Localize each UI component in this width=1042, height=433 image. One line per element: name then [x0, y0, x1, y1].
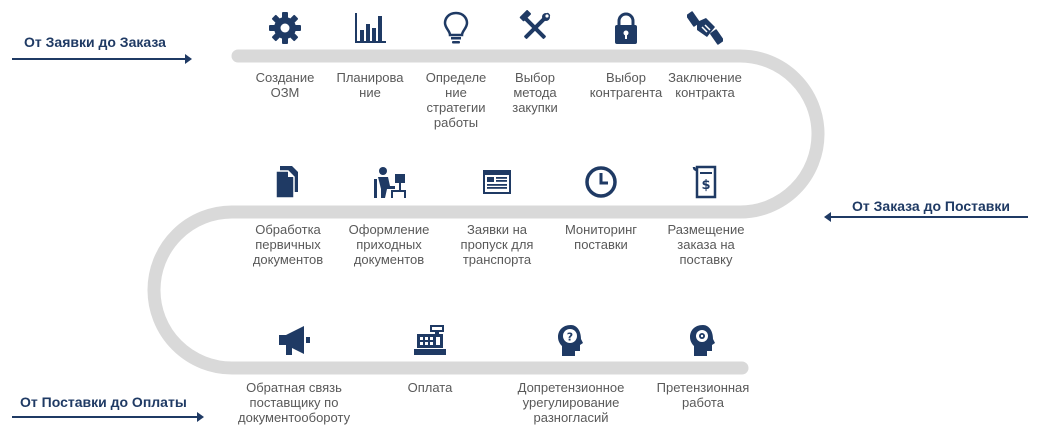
bar-chart-icon [352, 10, 388, 46]
stage-title-delivery-to-payment: От Поставки до Оплаты [20, 394, 187, 410]
step-planning: Планирова ние [315, 10, 425, 100]
step-counterparty: Выбор контрагента [571, 10, 681, 100]
step-label: Размещение заказа на поставку [667, 222, 745, 267]
svg-text:?: ? [567, 331, 573, 344]
lock-icon [608, 10, 644, 46]
step-label: Создание ОЗМ [255, 70, 315, 100]
stage-title-order-to-delivery: От Заказа до Поставки [852, 198, 1011, 214]
step-label: Заключение контракта [668, 70, 742, 100]
step-feedback: Обратная связь поставщику по документооб… [238, 322, 350, 425]
step-procurement-method: Выбор метода закупки [480, 10, 590, 115]
cash-register-icon [412, 322, 448, 358]
step-label: Выбор контрагента [589, 70, 663, 100]
step-label: Претензионная работа [656, 380, 750, 410]
stage-arrow-right-bottom [12, 412, 204, 422]
step-claims: Претензионная работа [648, 322, 758, 410]
step-label: Оплата [407, 380, 453, 395]
step-primary-documents: Обработка первичных документов [233, 164, 343, 267]
step-transport-pass: Заявки на пропуск для транспорта [442, 164, 552, 267]
clock-icon [583, 164, 619, 200]
step-label: Определе ние стратегии работы [425, 70, 487, 130]
gear-icon [267, 10, 303, 46]
step-label: Мониторинг поставки [564, 222, 638, 252]
head-question-icon: ? [553, 322, 589, 358]
step-label: Планирова ние [336, 70, 404, 100]
stage-arrow-left [824, 212, 1028, 222]
step-contract: Заключение контракта [650, 10, 760, 100]
megaphone-icon [276, 322, 312, 358]
step-label: Обработка первичных документов [252, 222, 324, 267]
svg-text:$: $ [701, 178, 710, 193]
step-place-order: $ Размещение заказа на поставку [651, 164, 761, 267]
step-payment: Оплата [375, 322, 485, 395]
step-label: Обратная связь поставщику по документооб… [238, 380, 351, 425]
step-delivery-monitoring: Мониторинг поставки [546, 164, 656, 252]
step-receipt-documents: Оформление приходных документов [334, 164, 444, 267]
step-strategy: Определе ние стратегии работы [401, 10, 511, 130]
step-create-ozm: Создание ОЗМ [230, 10, 340, 100]
step-pre-claim: ? Допретензионное урегулирование разногл… [512, 322, 630, 425]
handshake-icon [687, 10, 723, 46]
lightbulb-icon [438, 10, 474, 46]
step-label: Допретензионное урегулирование разноглас… [517, 380, 625, 425]
stage-arrow-right [12, 54, 192, 64]
browser-window-icon [479, 164, 515, 200]
invoice-icon: $ [688, 164, 724, 200]
documents-icon [270, 164, 306, 200]
step-label: Заявки на пропуск для транспорта [460, 222, 534, 267]
tools-icon [517, 10, 553, 46]
step-label: Выбор метода закупки [512, 70, 558, 115]
stage-title-request-to-order: От Заявки до Заказа [24, 34, 166, 50]
step-label: Оформление приходных документов [348, 222, 430, 267]
office-worker-icon [371, 164, 407, 200]
head-gear-icon [685, 322, 721, 358]
